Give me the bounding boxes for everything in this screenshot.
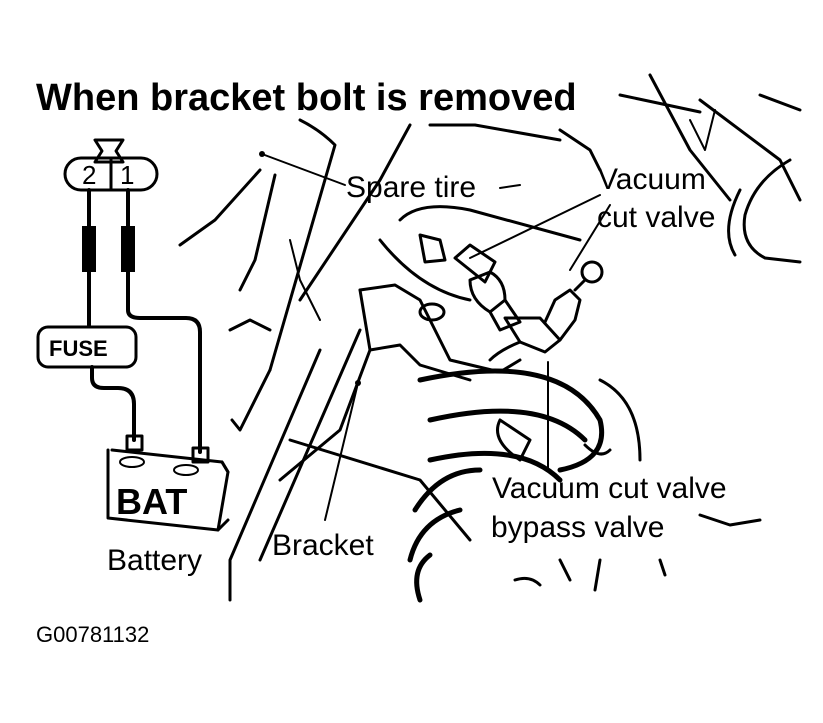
coil-spring [407,368,612,603]
bypass-valve-body [503,316,562,354]
battery-label: BAT [116,481,187,522]
vacuum-hose [488,340,522,362]
probe-right [121,226,135,272]
vacuum-cut-valve-body [453,243,497,284]
spring-coil [407,507,463,563]
bracket-label: Bracket [272,529,374,562]
strut-tower-edge [398,205,582,242]
spring-coil [427,408,588,443]
bypass-valve-label-line1: Vacuum cut valve [492,472,727,505]
bypass-valve-label-line2: bypass valve [491,511,664,544]
spare-tire-edge [178,168,262,247]
spring-coil [412,467,483,513]
valve-nipple [580,260,604,284]
bypass-valve-port [543,288,582,342]
battery: BAT [106,434,230,532]
vacuum-cut-valve-leader-2 [569,204,611,271]
panel-stroke [598,378,642,462]
panel-stroke [593,558,602,592]
battery-cap-left [119,456,145,468]
vacuum-cut-valve-label-line1: Vacuum [598,163,706,196]
spring-coil [417,368,605,473]
strut-tower-edge [378,238,472,302]
bolt-hole [418,302,446,322]
bracket-leader [324,382,359,521]
spring-coil [414,552,433,603]
panel-stroke [698,513,762,527]
battery-case-edge [216,518,230,532]
strut-bolt [513,576,542,587]
spare-tire-label: Spare tire [346,171,476,204]
spare-tire-edge [238,173,277,292]
battery-top-edge [110,448,230,474]
spare-tire-edge [228,318,272,332]
panel-stroke [758,93,802,112]
spare-tire-edge [268,118,337,372]
mount-block [418,233,447,264]
panel-stroke [658,558,667,577]
vacuum-valves [453,243,604,362]
connector-key-icon [93,138,125,164]
spare-tire-leader [261,153,346,186]
spring-coil [427,450,563,483]
test-circuit: 2 1 FUSE BAT Battery [36,138,230,577]
spare-tire-edge [230,368,272,432]
fuse: FUSE [36,325,138,369]
fuse-label: FUSE [49,336,108,361]
strut-bolt [583,443,612,456]
panel-stroke [558,128,602,172]
leader-lines [259,151,611,521]
battery-caption: Battery [107,544,202,577]
spare-tire-edge [298,123,412,302]
figure-code: G00781132 [36,622,149,647]
panel-stroke [558,558,572,582]
connector-pin-1: 1 [120,160,134,190]
connector-pin-2: 2 [82,160,96,190]
battery-terminal-negative [125,434,144,452]
strut-tower-top [428,123,562,142]
panel-stroke [698,98,802,202]
vacuum-hose [573,278,587,292]
bracket-lower-edge [368,343,472,382]
vehicle-illustration [178,73,802,603]
diagram-title: When bracket bolt is removed [36,77,577,119]
vacuum-cut-valve-leader [469,194,601,259]
valve-connector: 2 1 [63,156,159,192]
spare-tire-leader-tail [499,184,521,189]
bracket-arm [288,438,472,542]
body-frame-line [228,348,322,602]
wire-to-battery-positive [126,270,202,454]
panel-stroke [618,93,702,114]
bracket-upper-edge [358,283,522,374]
spare-tire-edge [289,239,321,321]
probe-left [82,226,96,272]
bracket-arm [278,348,372,482]
battery-terminal-positive [191,446,210,464]
wheel-arch [742,158,802,264]
fuse-body [36,325,138,369]
vacuum-hose [488,298,522,332]
wire-to-battery-negative [90,365,136,442]
panel-stroke [689,109,716,151]
panel-stroke [648,73,732,202]
bracket-side [358,288,372,352]
vacuum-cut-valve-label-line2: cut valve [597,201,715,234]
strut-tab [496,418,532,462]
battery-cap-right [173,464,199,476]
wheel-arch-inner [727,188,742,257]
